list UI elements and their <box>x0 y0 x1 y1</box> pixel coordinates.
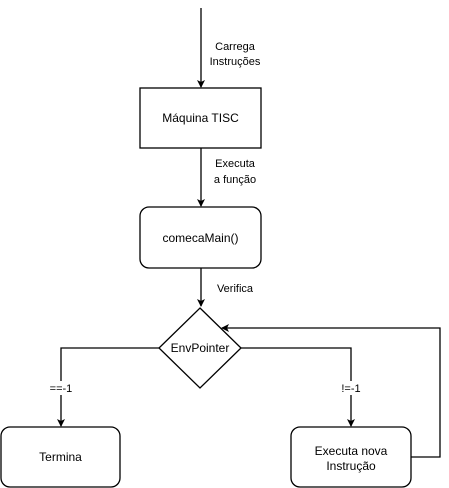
node-comeca-main-label: comecaMain() <box>162 231 238 245</box>
edge-label-neq-bg <box>337 381 365 395</box>
edge-label-instrucoes: Instruções <box>210 56 261 68</box>
node-env-pointer[interactable] <box>158 307 242 389</box>
edge-label-a-funcao: a função <box>214 174 256 186</box>
node-maquina-tisc-label: Máquina TISC <box>162 111 239 125</box>
node-executa-label-line2: Instrução <box>326 459 376 473</box>
edge-neq-minus-one <box>241 347 355 427</box>
edge-loop-back <box>221 324 441 458</box>
node-executa-label-line1: Executa nova <box>315 444 388 458</box>
edge-label-executa: Executa <box>215 158 256 170</box>
edge-label-neq-minus-one: !=-1 <box>341 383 360 395</box>
edge-label-eq-bg <box>44 381 78 395</box>
node-env-pointer-label: EnvPointer <box>171 341 230 355</box>
edge-label-verifica: Verifica <box>217 283 254 295</box>
node-termina-label: Termina <box>39 450 82 464</box>
node-termina[interactable] <box>0 426 121 488</box>
edge-label-eq-minus-one: ==-1 <box>50 383 73 395</box>
edge-eq-minus-one <box>57 347 159 427</box>
edge-label-carrega: Carrega <box>215 41 256 53</box>
